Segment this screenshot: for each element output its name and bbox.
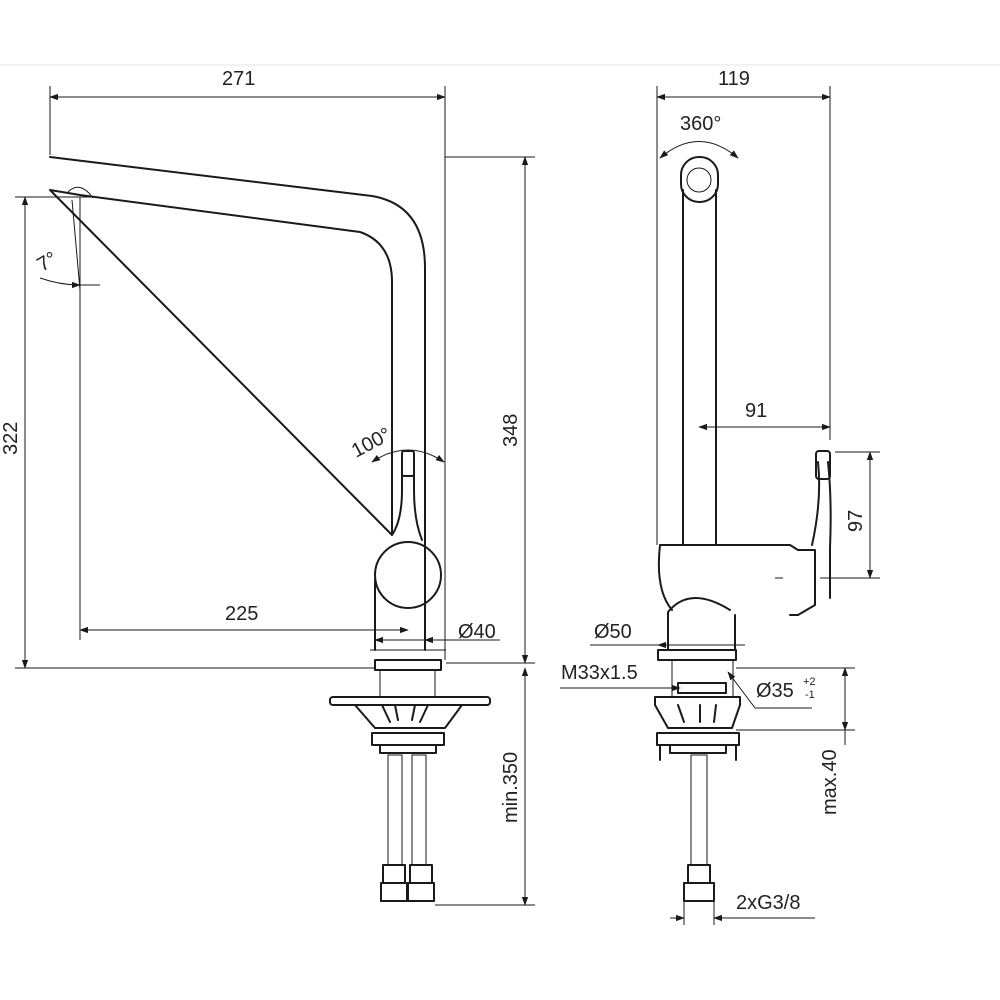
front-lever-body [374, 541, 442, 609]
dim-rotation: 360° [680, 113, 721, 135]
dim-deck-thickness: max.40 [819, 749, 841, 815]
front-lever-stem [391, 461, 423, 541]
dim-spout-height: 322 [0, 422, 22, 455]
dim-thread: M33x1.5 [561, 662, 638, 684]
dim-under-counter: min.350 [500, 752, 522, 823]
side-lever-tip [815, 450, 831, 480]
front-fixing-nut [371, 732, 445, 746]
dim-connections: 2xG3/8 [736, 892, 800, 914]
side-fixing-nut [656, 732, 740, 746]
dim-lever-reach: 91 [745, 400, 767, 422]
front-counter-plate [329, 696, 491, 706]
front-spout-aerator [67, 186, 94, 199]
front-hose-left [387, 754, 403, 866]
front-faucet-spout [49, 156, 426, 651]
dim-spout-angle: 7° [34, 248, 62, 277]
front-view: 271 322 348 min.350 225 Ø40 7° 100° [0, 68, 535, 906]
dim-hole-tolerance-lower: -1 [805, 689, 815, 701]
side-view: 119 360° 91 97 Ø50 M33x1.5 Ø35 +2 -1 max… [560, 68, 880, 925]
side-base-ring [657, 649, 737, 661]
dim-hole-diameter: Ø35 [756, 680, 794, 702]
front-base-ring [374, 659, 442, 671]
side-hose [690, 754, 708, 866]
front-hose-right [411, 754, 427, 866]
dim-lever-height: 97 [845, 510, 867, 532]
dim-spout-reach: 225 [225, 603, 258, 625]
side-column [682, 189, 717, 546]
dim-hole-tolerance-upper: +2 [803, 676, 816, 688]
side-lever [811, 461, 832, 599]
dim-lever-angle: 100° [348, 424, 395, 463]
front-mounting-bracket [354, 704, 463, 729]
side-mounting-bracket [654, 696, 741, 729]
front-lever-tip [401, 450, 415, 477]
dim-overall-width: 271 [222, 68, 255, 90]
dim-overall-depth: 119 [718, 68, 750, 90]
dim-base-diameter: Ø50 [594, 621, 632, 643]
dim-total-height: 348 [500, 414, 522, 447]
side-body [657, 544, 816, 651]
dim-body-diameter: Ø40 [458, 621, 496, 643]
